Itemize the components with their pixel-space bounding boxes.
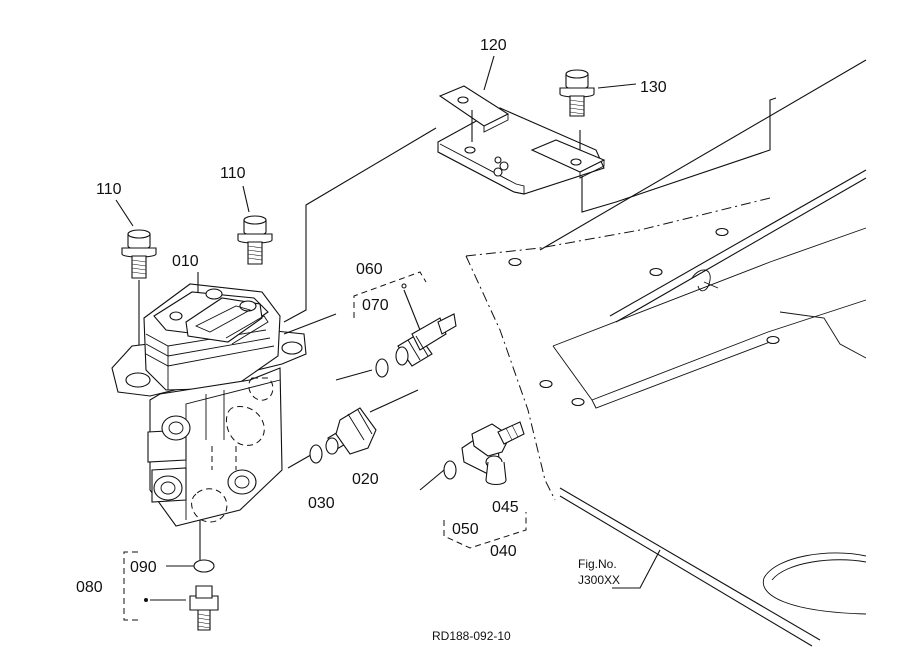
plug-080 <box>144 559 219 631</box>
bolt-110-left <box>115 199 157 374</box>
callout-060: 060 <box>356 261 383 278</box>
callout-040: 040 <box>490 543 517 560</box>
bracket-120 <box>283 85 777 323</box>
fitting-060 <box>395 283 457 367</box>
fig-no-label: Fig.No. <box>578 557 617 571</box>
fitting-020 <box>325 407 377 455</box>
o-ring-030 <box>309 444 323 464</box>
callout-070: 070 <box>362 297 389 314</box>
drawing-number: RD188-092-10 <box>432 629 511 643</box>
callout-045: 045 <box>492 499 519 516</box>
callout-090: 090 <box>130 559 157 576</box>
group-bracket-060 <box>353 271 427 318</box>
callout-110-right: 110 <box>220 165 246 182</box>
fig-id-label: J300XX <box>578 573 620 587</box>
o-ring-050 <box>443 460 457 480</box>
callout-130: 130 <box>640 79 667 96</box>
callout-020: 020 <box>352 471 379 488</box>
frame-plate: Fig.No. J300XX <box>465 59 867 647</box>
callout-050: 050 <box>452 521 479 538</box>
callout-110-left: 110 <box>96 181 122 198</box>
callout-030: 030 <box>308 495 335 512</box>
valve-body-010 <box>111 272 445 560</box>
elbow-fitting-045 <box>461 421 525 486</box>
bolt-110-right <box>237 185 273 265</box>
callout-010: 010 <box>172 253 199 270</box>
bolt-130 <box>559 69 637 117</box>
callout-120: 120 <box>480 37 507 54</box>
o-ring-070 <box>375 358 389 378</box>
group-bracket-040 <box>443 512 527 549</box>
callout-080: 080 <box>76 579 103 596</box>
